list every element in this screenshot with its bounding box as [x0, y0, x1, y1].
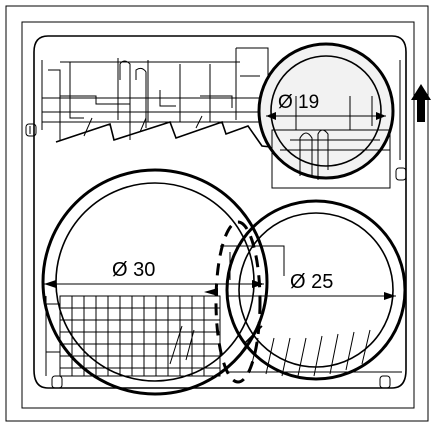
- large-plate-label: Ø 30: [112, 259, 155, 281]
- overlap-plate-outline: [214, 220, 285, 384]
- rack-wheel-top-right: [395, 167, 407, 181]
- medium-plate-dimension: [226, 292, 396, 300]
- outer-frame: [5, 5, 429, 422]
- rack-side-rails: [41, 60, 401, 160]
- rack-wheel-bottom-right: [379, 375, 391, 389]
- rack-wheel-bottom-left: [51, 375, 63, 389]
- small-plate-label: Ø 19: [278, 92, 319, 113]
- arrow-up-icon: [411, 84, 431, 122]
- large-plate: [41, 168, 269, 396]
- rack-wheel-top-left: [25, 123, 37, 137]
- medium-plate-label: Ø 25: [290, 271, 333, 293]
- small-plate: [257, 42, 395, 189]
- large-plate-dimension: [44, 280, 264, 296]
- cup-rack-structure: [42, 47, 290, 149]
- inner-frame: [21, 21, 415, 409]
- small-plate-dimension: [266, 112, 386, 120]
- rack-outline: [33, 35, 407, 389]
- lower-rack-tines: [169, 325, 402, 377]
